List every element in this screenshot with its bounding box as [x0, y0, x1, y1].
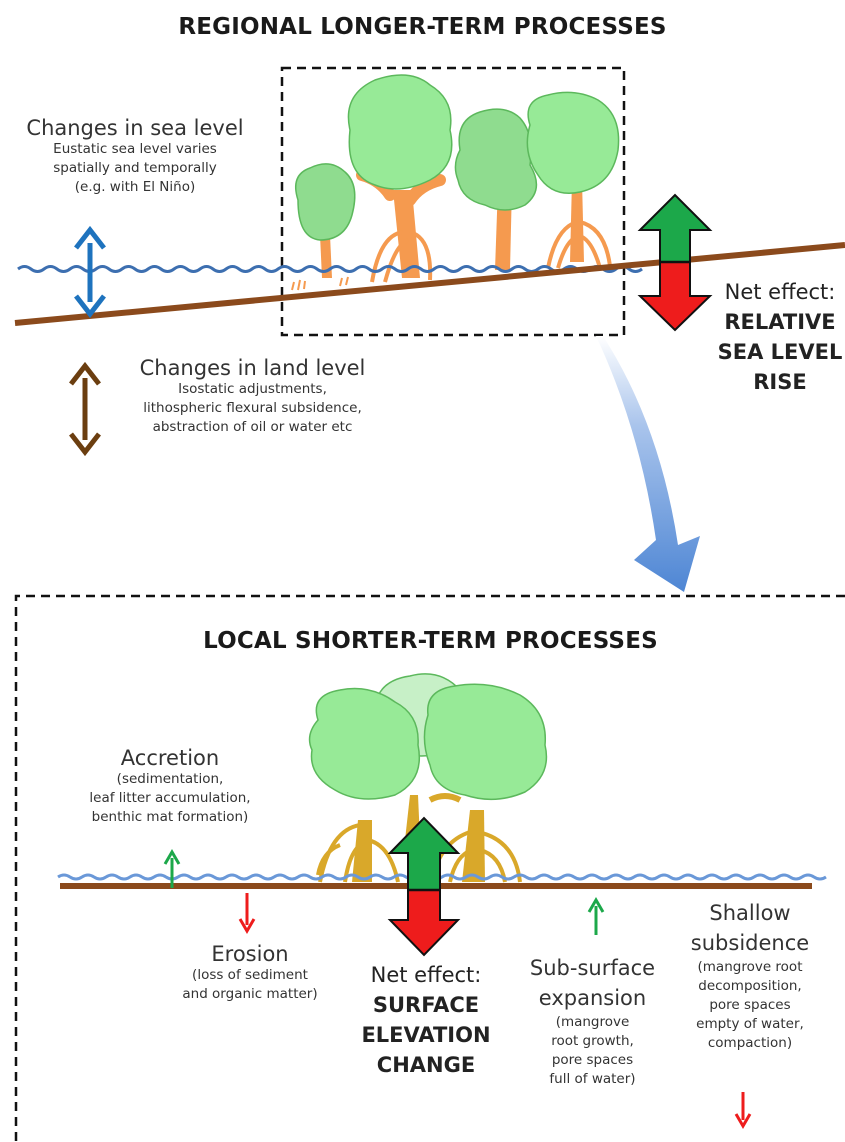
- erosion-line-2: and organic matter): [182, 986, 318, 1002]
- subsurface-heading-1: Sub-surface: [529, 956, 656, 980]
- subsidence-line-1: (mangrove root: [697, 959, 803, 975]
- regional-focus-box: [280, 66, 626, 337]
- land-level-line-1: Isostatic adjustments,: [178, 381, 327, 397]
- erosion-line-1: (loss of sediment: [192, 967, 308, 983]
- subsurface-up-arrow-icon: [587, 897, 605, 935]
- accretion-line-1: (sedimentation,: [116, 771, 224, 787]
- subsidence-line-5: compaction): [707, 1035, 793, 1051]
- accretion-up-arrow-icon: [163, 849, 181, 888]
- regional-water-line: [17, 265, 643, 273]
- subsidence-line-3: pore spaces: [709, 997, 791, 1013]
- erosion-heading: Erosion: [211, 942, 289, 966]
- accretion-block: Accretion (sedimentation, leaf litter ac…: [55, 746, 285, 827]
- accretion-line-2: leaf litter accumulation,: [89, 790, 251, 806]
- erosion-block: Erosion (loss of sediment and organic ma…: [165, 942, 335, 1004]
- regional-mangrove-trees: [291, 74, 620, 291]
- land-level-line-2: lithospheric flexural subsidence,: [143, 400, 362, 416]
- regional-net-effect-line-1: RELATIVE: [724, 310, 836, 334]
- sea-level-line-1: Eustatic sea level varies: [53, 141, 217, 157]
- subsurface-line-2: root growth,: [551, 1033, 634, 1049]
- sea-level-heading: Changes in sea level: [26, 116, 244, 140]
- subsurface-line-4: full of water): [549, 1071, 636, 1087]
- local-process-box: [14, 594, 845, 1142]
- subsidence-block: Shallow subsidence (mangrove root decomp…: [670, 898, 830, 1053]
- sea-level-arrow-icon: [74, 225, 106, 319]
- regional-net-effect-label: Net effect:: [724, 280, 836, 304]
- regional-net-effect-line-2: SEA LEVEL: [717, 340, 843, 364]
- local-net-effect-line-2: ELEVATION: [361, 1023, 491, 1047]
- regional-land-line: [14, 242, 845, 326]
- flow-arrow-icon: [596, 336, 700, 592]
- local-water-line: [57, 873, 827, 881]
- land-level-block: Changes in land level Isostatic adjustme…: [120, 356, 385, 437]
- subsidence-line-4: empty of water,: [696, 1016, 804, 1032]
- accretion-line-3: benthic mat formation): [91, 809, 249, 825]
- local-net-effect-line-1: SURFACE: [372, 993, 480, 1017]
- regional-net-effect-block: Net effect: RELATIVE SEA LEVEL RISE: [716, 277, 844, 397]
- land-level-heading: Changes in land level: [139, 356, 366, 380]
- local-title: LOCAL SHORTER-TERM PROCESSES: [203, 628, 658, 654]
- subsidence-line-2: decomposition,: [698, 978, 802, 994]
- subsidence-down-arrow-icon: [734, 1092, 752, 1129]
- subsurface-heading-2: expansion: [538, 986, 647, 1010]
- subsurface-line-3: pore spaces: [551, 1052, 634, 1068]
- regional-title: REGIONAL LONGER-TERM PROCESSES: [178, 14, 667, 40]
- erosion-down-arrow-icon: [238, 893, 256, 934]
- subsidence-heading-2: subsidence: [690, 931, 810, 955]
- local-mangrove-trees: [308, 673, 548, 883]
- subsurface-block: Sub-surface expansion (mangrove root gro…: [515, 953, 670, 1089]
- sea-level-line-3: (e.g. with El Niño): [74, 179, 196, 195]
- local-net-effect-label: Net effect:: [370, 963, 482, 987]
- sea-level-block: Changes in sea level Eustatic sea level …: [10, 116, 260, 197]
- subsidence-heading-1: Shallow: [709, 901, 791, 925]
- accretion-heading: Accretion: [120, 746, 220, 770]
- relative-sea-level-arrow-icon: [637, 193, 713, 332]
- land-level-line-3: abstraction of oil or water etc: [152, 419, 353, 435]
- surface-elevation-arrow-icon: [387, 816, 461, 957]
- regional-net-effect-line-3: RISE: [753, 370, 807, 394]
- local-net-effect-block: Net effect: SURFACE ELEVATION CHANGE: [352, 960, 500, 1080]
- sea-level-line-2: spatially and temporally: [53, 160, 217, 176]
- land-level-arrow-icon: [69, 361, 101, 457]
- local-net-effect-line-3: CHANGE: [376, 1053, 476, 1077]
- subsurface-line-1: (mangrove: [555, 1014, 630, 1030]
